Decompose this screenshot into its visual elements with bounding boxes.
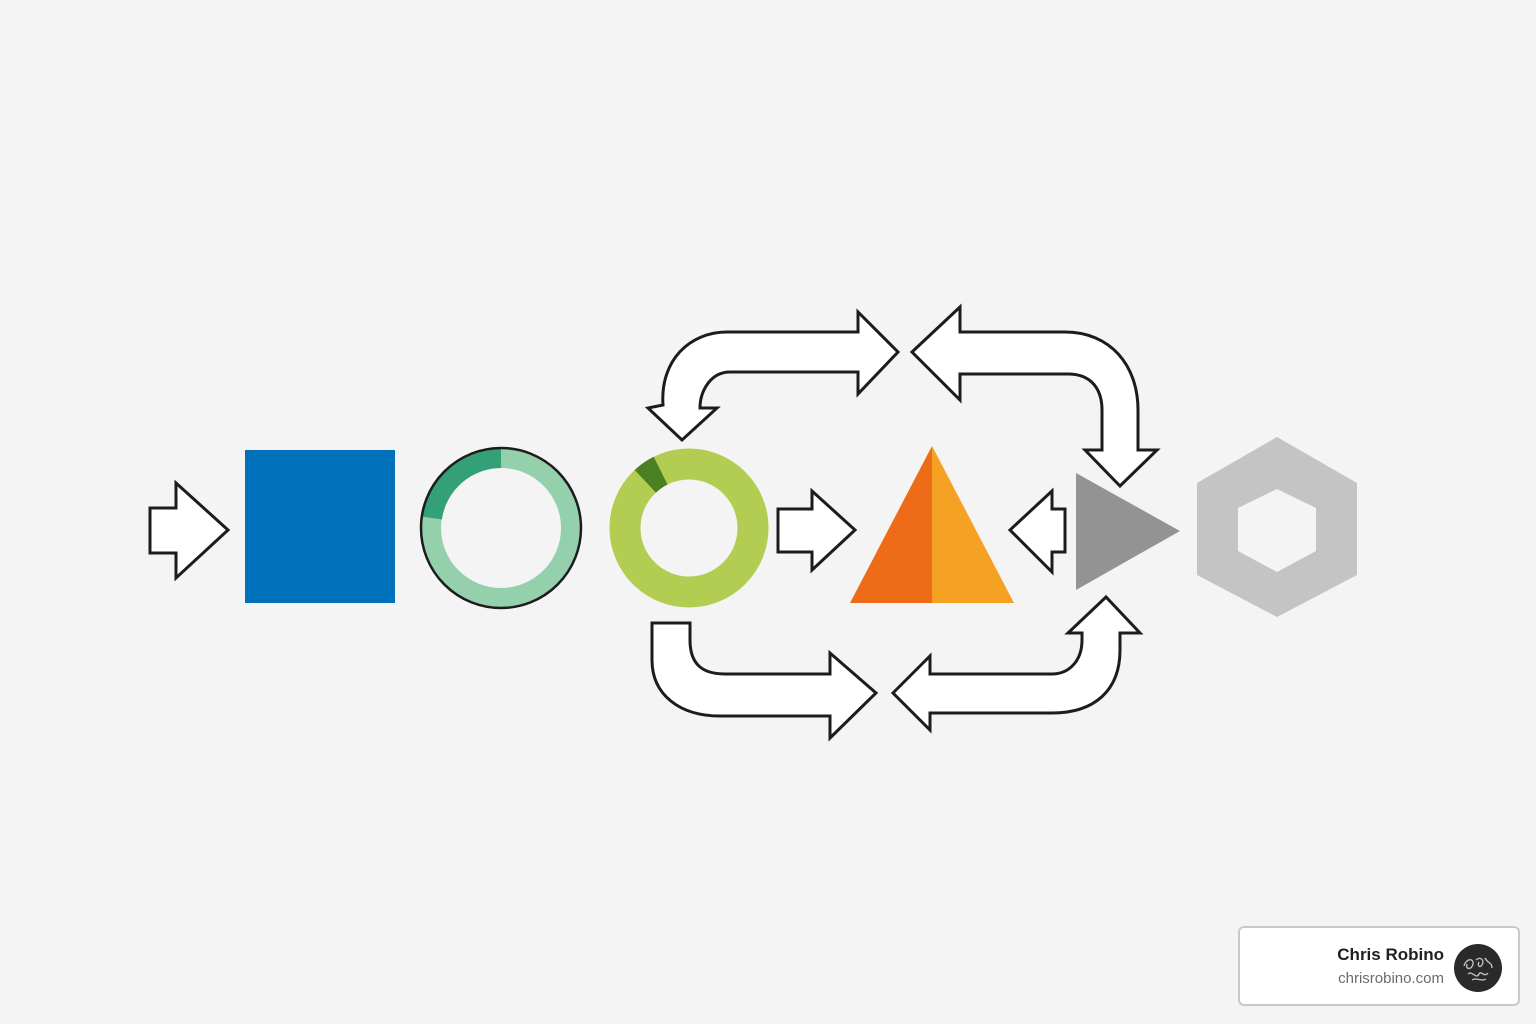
upper-right-loop-arrow	[909, 303, 1161, 489]
lower-left-loop-arrow	[650, 621, 879, 742]
upper-left-loop-arrow	[644, 308, 901, 443]
middle-left-arrow	[1007, 487, 1067, 576]
orange-triangle	[850, 446, 1014, 603]
lower-right-loop-arrow	[890, 594, 1144, 734]
middle-right-arrow	[776, 487, 858, 574]
lime-ring	[609, 448, 769, 608]
gray-play-triangle	[1076, 473, 1180, 590]
mint-ring-highlight	[422, 448, 502, 520]
author-name: Chris Robino	[1337, 945, 1444, 964]
blue-square	[245, 450, 395, 603]
orange-triangle-right-face	[932, 446, 1014, 603]
input-arrow	[148, 479, 231, 582]
mint-ring	[419, 446, 583, 610]
author-badge[interactable]: Chris Robino chrisrobino.com	[1238, 926, 1520, 1006]
gray-hexagon	[1197, 437, 1357, 617]
lime-ring-base	[609, 448, 769, 608]
orange-triangle-left-face	[850, 446, 932, 603]
lime-ring-highlight	[634, 456, 669, 493]
scribble-logo-icon	[1454, 944, 1502, 992]
author-website[interactable]: chrisrobino.com	[1338, 970, 1444, 987]
mint-ring-outer-border	[419, 446, 583, 610]
